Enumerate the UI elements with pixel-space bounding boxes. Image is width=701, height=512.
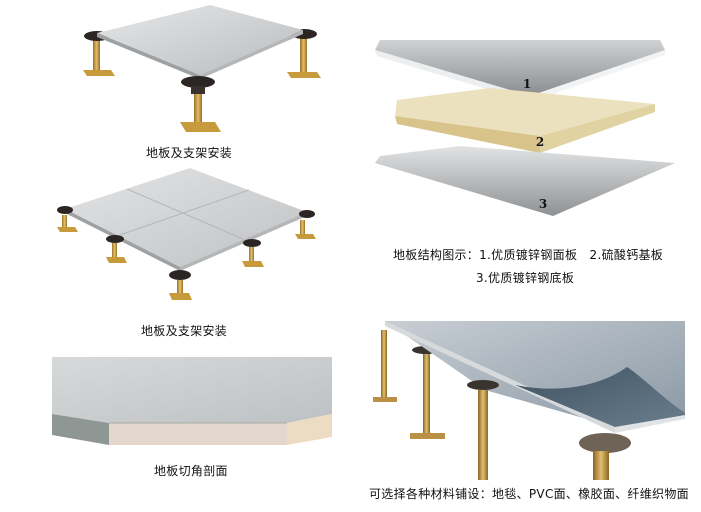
tile-grid-pedestal-illustration <box>57 168 316 300</box>
panel-pedestal-grid <box>45 165 330 305</box>
caption-layers-line1: 地板结构图示：1.优质镀锌钢面板 2.硫酸钙基板 <box>393 248 664 262</box>
layer-label-1: 1 <box>523 77 531 91</box>
caption-pedestal-grid: 地板及支架安装 <box>141 324 228 338</box>
covering-materials-illustration <box>373 321 685 480</box>
panel-covering <box>365 315 701 480</box>
edge-cut-profile-illustration <box>52 357 332 445</box>
caption-pedestal-single: 地板及支架安装 <box>146 146 233 160</box>
panel-edge-cut <box>52 357 332 445</box>
layer-label-2: 2 <box>536 135 544 149</box>
caption-covering: 可选择各种材料铺设：地毯、PVC面、橡胶面、纤维织物面 <box>369 487 689 501</box>
caption-layers-line2: 3.优质镀锌钢底板 <box>476 271 575 285</box>
panel-pedestal-single <box>55 0 335 140</box>
panel-layers: 1 2 3 <box>375 38 685 216</box>
caption-edge-cut: 地板切角剖面 <box>154 464 228 478</box>
layer-label-3: 3 <box>539 197 547 211</box>
single-tile-pedestal-illustration <box>83 5 321 132</box>
layer-structure-illustration: 1 2 3 <box>375 40 675 216</box>
